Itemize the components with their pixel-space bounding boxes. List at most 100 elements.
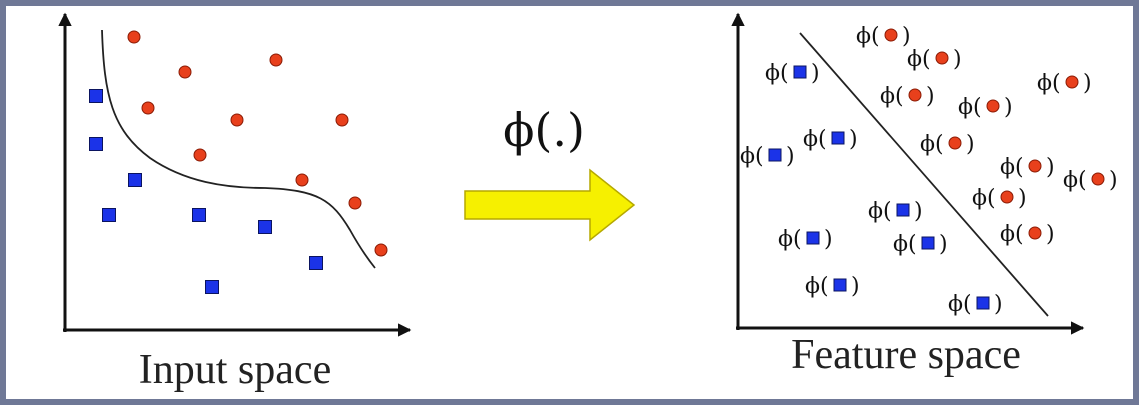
phi-suffix: ) [926, 84, 935, 109]
feature-points: ϕ()ϕ()ϕ()ϕ()ϕ()ϕ()ϕ()ϕ()ϕ()ϕ()ϕ()ϕ()ϕ()ϕ… [740, 24, 1118, 317]
phi-square-point: ϕ() [740, 144, 795, 169]
phi-suffix: ) [811, 61, 820, 86]
phi-suffix: ) [1046, 222, 1055, 247]
red-circle-icon [230, 113, 244, 127]
feature-space-panel: ϕ()ϕ()ϕ()ϕ()ϕ()ϕ()ϕ()ϕ()ϕ()ϕ()ϕ()ϕ()ϕ()ϕ… [731, 12, 1118, 378]
phi-prefix: ϕ( [972, 186, 996, 211]
red-circle-icon [1091, 172, 1105, 186]
red-circle-icon [178, 65, 192, 79]
phi-suffix: ) [1109, 168, 1118, 193]
blue-square-icon [806, 231, 820, 245]
phi-prefix: ϕ( [893, 232, 917, 257]
blue-square-icon [768, 148, 782, 162]
blue-square-icon [976, 296, 990, 310]
phi-suffix: ) [786, 144, 795, 169]
phi-prefix: ϕ( [1000, 155, 1024, 180]
phi-circle-point: ϕ() [1063, 168, 1118, 193]
phi-circle-point: ϕ() [1000, 155, 1055, 180]
red-circle-icon [1065, 75, 1079, 89]
blue-square-icon [89, 137, 103, 151]
blue-square-icon [89, 89, 103, 103]
phi-prefix: ϕ( [1063, 168, 1087, 193]
phi-prefix: ϕ( [1037, 71, 1061, 96]
blue-square-icon [128, 173, 142, 187]
blue-square-icon [192, 208, 206, 222]
nonlinear-decision-boundary [101, 29, 376, 269]
red-circle-icon [335, 113, 349, 127]
phi-suffix: ) [1018, 186, 1027, 211]
phi-prefix: ϕ( [880, 84, 904, 109]
phi-prefix: ϕ( [1000, 222, 1024, 247]
phi-square-point: ϕ() [805, 274, 860, 299]
phi-prefix: ϕ( [868, 199, 892, 224]
red-circle-icon [884, 28, 898, 42]
phi-suffix: ) [939, 232, 948, 257]
phi-suffix: ) [994, 292, 1003, 317]
phi-circle-point: ϕ() [907, 47, 962, 72]
blue-square-icon [831, 131, 845, 145]
phi-suffix: ) [966, 132, 975, 157]
red-circle-icon [935, 51, 949, 65]
phi-suffix: ) [1004, 95, 1013, 120]
red-circle-icon [295, 173, 309, 187]
blue-square-icon [309, 256, 323, 270]
phi-map-label: ϕ(.) [503, 103, 585, 157]
phi-prefix: ϕ( [920, 132, 944, 157]
phi-suffix: ) [902, 24, 911, 49]
feature-space-label: Feature space [791, 332, 1021, 378]
red-circle-icon [986, 99, 1000, 113]
phi-prefix: ϕ( [856, 24, 880, 49]
red-circle-icon [127, 30, 141, 44]
phi-square-point: ϕ() [868, 199, 923, 224]
phi-suffix: ) [1083, 71, 1092, 96]
input-points [89, 30, 388, 294]
blue-square-icon [833, 278, 847, 292]
phi-prefix: ϕ( [803, 127, 827, 152]
phi-suffix: ) [849, 127, 858, 152]
phi-suffix: ) [851, 274, 860, 299]
mapping-arrow-icon [464, 168, 636, 242]
phi-circle-point: ϕ() [958, 95, 1013, 120]
blue-square-icon [205, 280, 219, 294]
red-circle-icon [1028, 159, 1042, 173]
phi-prefix: ϕ( [958, 95, 982, 120]
red-circle-icon [193, 148, 207, 162]
phi-square-point: ϕ() [893, 232, 948, 257]
phi-suffix: ) [914, 199, 923, 224]
blue-square-icon [102, 208, 116, 222]
input-space-label: Input space [139, 347, 331, 393]
red-circle-icon [1028, 226, 1042, 240]
phi-prefix: ϕ( [948, 292, 972, 317]
linear-decision-boundary [799, 32, 1049, 317]
phi-square-point: ϕ() [765, 61, 820, 86]
red-circle-icon [374, 243, 388, 257]
red-circle-icon [948, 136, 962, 150]
red-circle-icon [348, 196, 362, 210]
phi-circle-point: ϕ() [1000, 222, 1055, 247]
phi-circle-point: ϕ() [920, 132, 975, 157]
phi-circle-point: ϕ() [880, 84, 935, 109]
blue-square-icon [896, 203, 910, 217]
red-circle-icon [141, 101, 155, 115]
phi-circle-point: ϕ() [1037, 71, 1092, 96]
blue-square-icon [921, 236, 935, 250]
phi-suffix: ) [1046, 155, 1055, 180]
phi-prefix: ϕ( [778, 227, 802, 252]
phi-suffix: ) [953, 47, 962, 72]
red-circle-icon [908, 88, 922, 102]
input-space-panel: Input space [58, 12, 412, 393]
phi-prefix: ϕ( [740, 144, 764, 169]
phi-circle-point: ϕ() [972, 186, 1027, 211]
phi-square-point: ϕ() [803, 127, 858, 152]
phi-suffix: ) [824, 227, 833, 252]
phi-prefix: ϕ( [765, 61, 789, 86]
mapping: ϕ(.) [464, 103, 636, 242]
red-circle-icon [1000, 190, 1014, 204]
phi-prefix: ϕ( [805, 274, 829, 299]
blue-square-icon [793, 65, 807, 79]
blue-square-icon [258, 220, 272, 234]
phi-square-point: ϕ() [778, 227, 833, 252]
phi-circle-point: ϕ() [856, 24, 911, 49]
red-circle-icon [269, 53, 283, 67]
